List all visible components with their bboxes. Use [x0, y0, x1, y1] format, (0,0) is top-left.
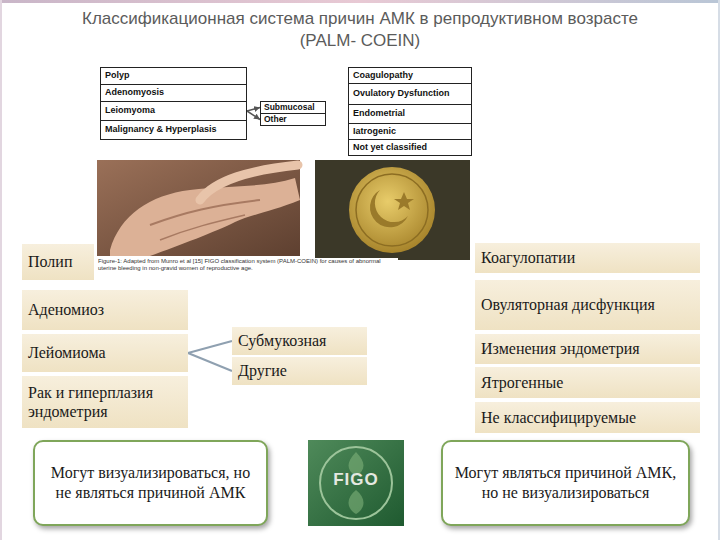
box-text: Ятрогенные [481, 373, 563, 392]
box-text: Рак и гиперплазия эндометрия [28, 383, 182, 421]
category-box: Аденомиоз [22, 290, 188, 330]
box-text: Коагулопатии [481, 248, 575, 267]
box-text: Leiomyoma [105, 106, 155, 116]
box-text: Другие [238, 361, 287, 380]
box-text: Субмукозная [238, 331, 326, 350]
box-text: Могут визуализироваться, но не являться … [45, 463, 256, 503]
box-text: Могут являться причиной АМК, но не визуа… [453, 463, 678, 503]
slide-title: Классификационная система причин АМК в р… [60, 8, 660, 52]
top-band [0, 0, 720, 3]
box-text: Ovulatory Dysfunction [353, 89, 450, 99]
box-text: Not yet classified [353, 143, 427, 153]
figo-logo [308, 440, 404, 526]
figure-caption: Figure-1: Adapted from Munro et al [15] … [98, 258, 398, 272]
coin-photo [315, 160, 470, 260]
box-text: Аденомиоз [28, 300, 104, 319]
box-text: Polyp [105, 71, 130, 81]
arrow [247, 108, 260, 112]
bracket-line [188, 341, 232, 353]
category-box: Не классифицируемые [475, 402, 700, 433]
side-line [718, 0, 720, 540]
box-text: Овуляторная дисфункция [481, 295, 655, 314]
figure-cell: Malignancy & Hyperplasis [100, 120, 247, 140]
hand-photo [97, 160, 300, 256]
box-text: Endometrial [353, 109, 405, 119]
category-box: Овуляторная дисфункция [475, 280, 700, 330]
box-text: Лейомиома [28, 343, 106, 362]
figure-cell: Coagulopathy [348, 67, 472, 84]
box-text: Не классифицируемые [481, 408, 636, 427]
note-box: Могут визуализироваться, но не являться … [33, 440, 268, 526]
category-box: Изменения эндометрия [475, 334, 700, 364]
box-text: Iatrogenic [353, 127, 396, 137]
box-text: Submucosal [264, 103, 315, 112]
box-text: Полип [28, 252, 72, 271]
figure-cell: Adenomyosis [100, 84, 247, 102]
bracket-line [188, 353, 232, 371]
figure-cell: Not yet classified [348, 139, 472, 156]
figure-cell: Leiomyoma [100, 101, 247, 121]
category-box: Лейомиома [22, 334, 188, 372]
category-box: Полип [22, 244, 94, 280]
arrow [247, 111, 260, 120]
figure-cell: Iatrogenic [348, 123, 472, 140]
box-text: Adenomyosis [105, 88, 164, 98]
category-box: Другие [232, 357, 367, 385]
box-text: Coagulopathy [353, 71, 413, 81]
box-text: Other [264, 115, 287, 124]
figure-cell: Endometrial [348, 104, 472, 124]
box-text: Изменения эндометрия [481, 339, 640, 358]
note-box: Могут являться причиной АМК, но не визуа… [441, 440, 690, 526]
logo-text: FIGO [308, 470, 404, 490]
box-text: Malignancy & Hyperplasis [105, 125, 217, 135]
category-box: Коагулопатии [475, 243, 700, 273]
category-box: Рак и гиперплазия эндометрия [22, 376, 188, 428]
figure-cell: Polyp [100, 67, 247, 85]
category-box: Ятрогенные [475, 367, 700, 398]
category-box: Субмукозная [232, 327, 367, 355]
side-line [0, 0, 2, 540]
figure-cell: Ovulatory Dysfunction [348, 83, 472, 105]
figure-cell: Other [260, 113, 326, 126]
